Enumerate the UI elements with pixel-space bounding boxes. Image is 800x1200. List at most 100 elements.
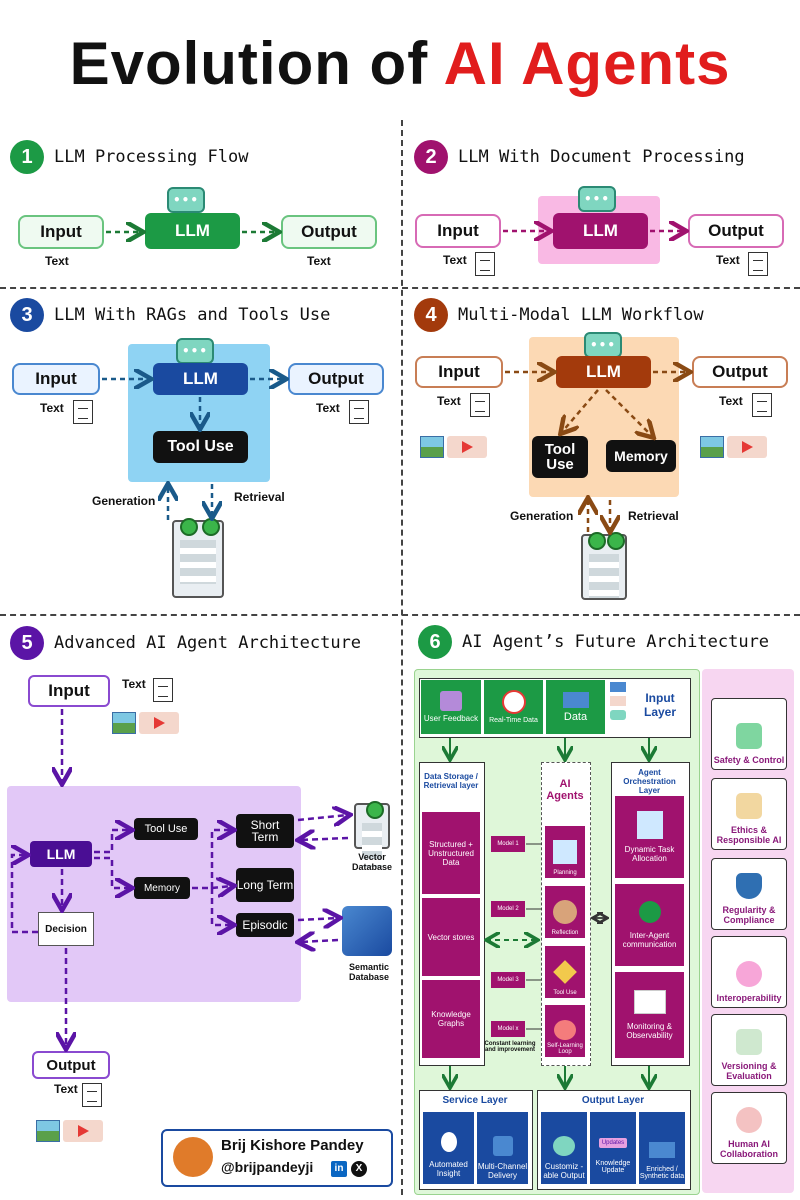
section-2-title: LLM With Document Processing xyxy=(458,147,745,167)
section-4-header: 4 Multi-Modal LLM Workflow xyxy=(414,298,704,332)
divider-row1 xyxy=(0,287,800,289)
section-1-header: 1 LLM Processing Flow xyxy=(10,140,248,174)
x-icon[interactable]: X xyxy=(351,1161,367,1177)
s3-input-text-label: Text xyxy=(40,401,64,415)
video-icon xyxy=(610,696,626,706)
image-icon xyxy=(420,436,444,458)
shield-icon xyxy=(736,873,762,899)
s6-orchestration-communication: Inter-Agent communication xyxy=(615,884,684,966)
s6-agent-self-learning: Self-Learning Loop xyxy=(545,1005,585,1057)
s6-input-user-feedback: User Feedback xyxy=(421,680,481,734)
s6-orchestration-title: Agent Orchestration Layer xyxy=(623,768,676,795)
s5-short-term-box: Short Term xyxy=(236,814,294,848)
s6-storage-vector: Vector stores xyxy=(422,898,480,976)
s6-side-safety: Safety & Control xyxy=(711,698,787,770)
s4-tool-use-box: Tool Use xyxy=(532,436,588,478)
s5-input-media-icons xyxy=(112,712,179,734)
section-6-header: 6 AI Agent’s Future Architecture xyxy=(418,625,769,659)
s5-input-text-label: Text xyxy=(122,677,146,691)
s2-input-box: Input xyxy=(415,214,501,248)
chat-icon xyxy=(610,710,626,720)
s3-output-document-icon xyxy=(349,400,369,424)
s6-output-title: Output Layer xyxy=(581,1095,645,1106)
s1-chat-icon: ••• xyxy=(167,187,205,213)
s5-memory-box: Memory xyxy=(134,877,190,899)
s6-input-layer-label: Input Layer xyxy=(643,691,677,719)
s4-input-document-icon xyxy=(470,393,490,417)
section-4-title: Multi-Modal LLM Workflow xyxy=(458,305,704,325)
section-3-number: 3 xyxy=(10,298,44,332)
shield-check-icon xyxy=(736,723,762,749)
s6-storage-structured: Structured + Unstructured Data xyxy=(422,812,480,894)
data-chart-icon xyxy=(562,691,589,708)
divider-row2 xyxy=(0,614,800,616)
s5-vector-db-icon xyxy=(354,801,390,867)
s2-output-text-label: Text xyxy=(716,253,740,267)
s2-output-box: Output xyxy=(688,214,784,248)
s5-semantic-db-icon xyxy=(342,906,392,956)
s4-database-server-icon xyxy=(581,532,627,600)
page-title: Evolution of AI Agents xyxy=(0,28,800,100)
s2-output-document-icon xyxy=(748,252,768,276)
s6-input-real-time-data: Real-Time Data xyxy=(484,680,543,734)
linkedin-icon[interactable]: in xyxy=(331,1161,347,1177)
task-list-icon xyxy=(636,811,663,839)
document-icon xyxy=(610,682,626,692)
image-icon xyxy=(36,1120,60,1142)
s2-chat-icon: ••• xyxy=(578,186,616,212)
reflection-icon xyxy=(553,900,577,924)
self-learning-icon xyxy=(554,1020,576,1040)
s3-input-box: Input xyxy=(12,363,100,395)
lightbulb-icon xyxy=(440,1132,457,1152)
author-name: Brij Kishore Pandey xyxy=(221,1137,364,1154)
s6-agents-title: AI Agents xyxy=(546,778,584,802)
section-3-header: 3 LLM With RAGs and Tools Use xyxy=(10,298,330,332)
s4-memory-box: Memory xyxy=(606,440,676,472)
s6-service-multichannel: Multi-Channel Delivery xyxy=(477,1112,528,1184)
s6-orchestration-task-allocation: Dynamic Task Allocation xyxy=(615,796,684,878)
s4-input-box: Input xyxy=(415,356,503,388)
s5-episodic-box: Episodic xyxy=(236,913,294,937)
s6-output-enriched-data: Enriched / Synthetic data xyxy=(639,1112,685,1184)
section-3-title: LLM With RAGs and Tools Use xyxy=(54,305,331,325)
s5-llm-box: LLM xyxy=(30,841,92,867)
s5-input-document-icon xyxy=(153,678,173,702)
network-icon xyxy=(736,961,762,987)
section-6-number: 6 xyxy=(418,625,452,659)
image-icon xyxy=(112,712,136,734)
s5-input-box: Input xyxy=(28,675,110,707)
section-1-number: 1 xyxy=(10,140,44,174)
section-5-title: Advanced AI Agent Architecture xyxy=(54,633,362,653)
s6-input-data: Data xyxy=(546,680,605,734)
author-card: Brij Kishore Pandey @brijpandeyji in X xyxy=(161,1129,393,1187)
image-icon xyxy=(700,436,724,458)
s4-output-text-label: Text xyxy=(719,394,743,408)
s6-model-2: Model 2 xyxy=(491,901,525,917)
title-part2: AI Agents xyxy=(443,30,731,97)
s6-agent-tool-use: Tool Use xyxy=(545,946,585,998)
s3-output-box: Output xyxy=(288,363,384,395)
updates-badge: Updates xyxy=(598,1138,628,1148)
section-1-title: LLM Processing Flow xyxy=(54,147,249,167)
s6-side-regularity: Regularity & Compliance xyxy=(711,858,787,930)
s4-output-media-icons xyxy=(700,436,767,458)
user-feedback-icon xyxy=(440,691,462,711)
s6-input-media-icons xyxy=(610,682,626,728)
s4-input-text-label: Text xyxy=(437,394,461,408)
s4-output-document-icon xyxy=(752,393,772,417)
section-6-title: AI Agent’s Future Architecture xyxy=(462,632,770,652)
video-icon xyxy=(727,436,767,458)
section-4-number: 4 xyxy=(414,298,448,332)
s1-output-text-label: Text xyxy=(307,254,331,268)
s5-long-term-box: Long Term xyxy=(236,868,294,902)
s6-side-versioning: Versioning & Evaluation xyxy=(711,1014,787,1086)
certificate-icon xyxy=(736,793,762,819)
s5-vector-db-label: Vector Database xyxy=(351,852,393,872)
video-icon xyxy=(447,436,487,458)
s5-output-document-icon xyxy=(82,1083,102,1107)
s6-storage-title: Data Storage / Retrieval layer xyxy=(423,772,479,790)
s6-service-automated-insight: Automated Insight xyxy=(423,1112,474,1184)
s4-input-media-icons xyxy=(420,436,487,458)
